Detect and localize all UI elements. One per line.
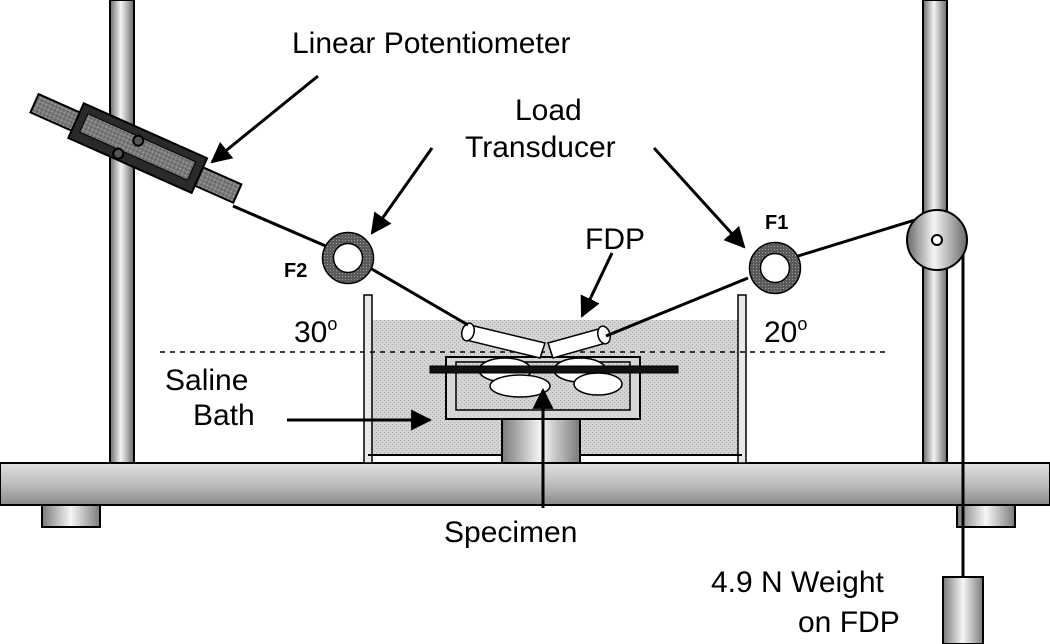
load-transducer-f1 (748, 241, 802, 295)
load-transducer-f2 (321, 231, 375, 285)
label-load: Load (515, 94, 582, 127)
arrow-load-left (370, 147, 434, 235)
label-transducer: Transducer (465, 131, 616, 164)
clamp-bar (429, 365, 679, 374)
pulley (906, 209, 968, 271)
label-linear-potentiometer: Linear Potentiometer (292, 27, 571, 60)
clamp-screw-bottom (112, 147, 125, 160)
arrow-load-right (652, 146, 746, 249)
pedestal (501, 417, 581, 464)
label-specimen: Specimen (444, 516, 577, 549)
label-angle-right: 20o (764, 314, 807, 349)
bath-wall-right (737, 294, 747, 464)
hanging-weight (942, 576, 984, 644)
linear-potentiometer (29, 92, 243, 205)
label-f2: F2 (284, 260, 307, 282)
label-weight: 4.9 N Weight (711, 566, 885, 599)
tendon-cable (232, 204, 965, 577)
label-on-fdp: on FDP (798, 606, 900, 639)
clamp-screw-top (132, 134, 145, 147)
pointer-arrows (210, 74, 746, 508)
label-f1: F1 (765, 212, 788, 234)
label-bath: Bath (193, 399, 255, 432)
arrow-potentiometer (210, 74, 319, 164)
specimen-bones (461, 322, 623, 398)
label-saline: Saline (165, 364, 248, 397)
left-stand-rod (109, 0, 135, 464)
base-foot-left (41, 504, 101, 528)
label-angle-left: 30o (294, 314, 337, 349)
bath-wall-left (363, 294, 373, 464)
label-fdp: FDP (585, 223, 645, 256)
base-foot-right (956, 504, 1016, 528)
arrow-fdp (580, 252, 614, 318)
